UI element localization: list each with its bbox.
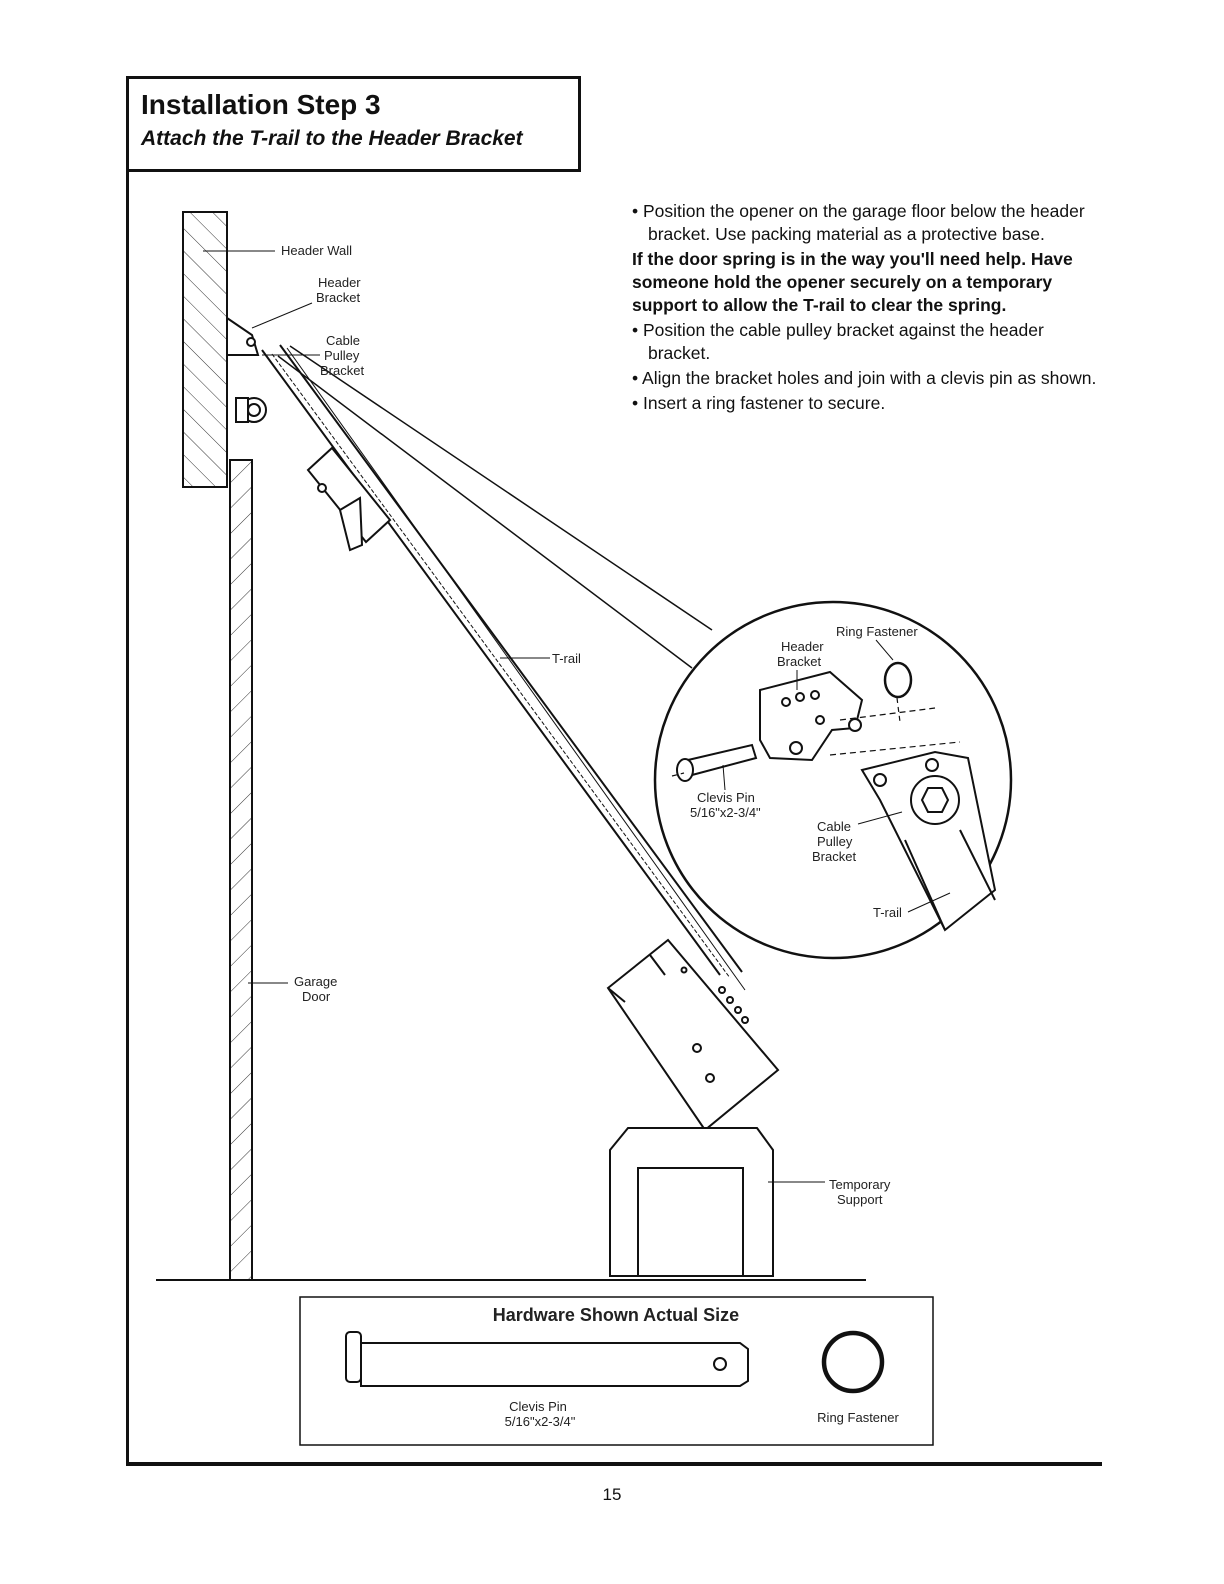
detail-label-cable-pulley-3: Bracket bbox=[812, 849, 856, 864]
instruction-warning: If the door spring is in the way you'll … bbox=[632, 249, 1073, 315]
hardware-box: Hardware Shown Actual Size Clevis Pin 5/… bbox=[299, 1296, 934, 1446]
instruction-step-4: • Insert a ring fastener to secure. bbox=[632, 393, 886, 413]
instruction-step-1: • Position the opener on the garage floo… bbox=[632, 201, 1085, 244]
label-temporary-support-2: Support bbox=[837, 1192, 883, 1207]
detail-view: Ring Fastener Header Bracket Clevis Pin … bbox=[653, 600, 1013, 960]
header-wall bbox=[182, 211, 228, 488]
label-temporary-support-1: Temporary bbox=[829, 1177, 891, 1192]
detail-label-ring-fastener: Ring Fastener bbox=[836, 624, 918, 639]
label-cable-pulley-2: Pulley bbox=[324, 348, 360, 363]
label-garage-door-2: Door bbox=[302, 989, 331, 1004]
instruction-step-3: • Align the bracket holes and join with … bbox=[632, 368, 1097, 388]
t-rail-shape bbox=[261, 344, 746, 991]
detail-label-cable-pulley-1: Cable bbox=[817, 819, 851, 834]
title-box: Installation Step 3 Attach the T-rail to… bbox=[126, 76, 581, 172]
page-number: 15 bbox=[602, 1485, 622, 1504]
detail-label-header-bracket-1: Header bbox=[781, 639, 824, 654]
hardware-ring-fastener bbox=[821, 1330, 885, 1394]
hardware-clevis-pin-label-2: 5/16"x2-3/4" bbox=[505, 1414, 576, 1429]
label-header-wall: Header Wall bbox=[281, 243, 352, 258]
instruction-step-2: • Position the cable pulley bracket agai… bbox=[632, 320, 1044, 363]
garage-door bbox=[229, 459, 253, 1281]
trolley-shape bbox=[306, 446, 392, 552]
callout-line-upper bbox=[277, 355, 693, 669]
label-header-bracket-1: Header bbox=[318, 275, 361, 290]
detail-label-clevis-pin-1: Clevis Pin bbox=[697, 790, 755, 805]
instructions: • Position the opener on the garage floo… bbox=[632, 200, 1102, 417]
hardware-ring-fastener-label: Ring Fastener bbox=[817, 1410, 899, 1425]
page-subtitle: Attach the T-rail to the Header Bracket bbox=[141, 127, 523, 150]
header-bracket-shape bbox=[226, 316, 267, 423]
hardware-title: Hardware Shown Actual Size bbox=[493, 1305, 739, 1325]
page-frame-bottom bbox=[126, 1462, 1102, 1466]
label-t-rail: T-rail bbox=[552, 651, 581, 666]
label-cable-pulley-3: Bracket bbox=[320, 363, 364, 378]
detail-label-t-rail: T-rail bbox=[873, 905, 902, 920]
hardware-clevis-pin-label-1: Clevis Pin bbox=[509, 1399, 567, 1414]
detail-label-clevis-pin-2: 5/16"x2-3/4" bbox=[690, 805, 761, 820]
detail-label-cable-pulley-2: Pulley bbox=[817, 834, 853, 849]
label-cable-pulley-1: Cable bbox=[326, 333, 360, 348]
temporary-support-shape bbox=[609, 1127, 774, 1277]
detail-label-header-bracket-2: Bracket bbox=[777, 654, 821, 669]
opener-motor-unit bbox=[606, 938, 780, 1132]
page-frame-left bbox=[126, 76, 129, 1466]
label-header-bracket-2: Bracket bbox=[316, 290, 360, 305]
label-garage-door-1: Garage bbox=[294, 974, 337, 989]
hardware-clevis-pin bbox=[345, 1331, 749, 1387]
page-title: Installation Step 3 bbox=[141, 89, 381, 120]
callout-line-lower bbox=[289, 345, 713, 631]
